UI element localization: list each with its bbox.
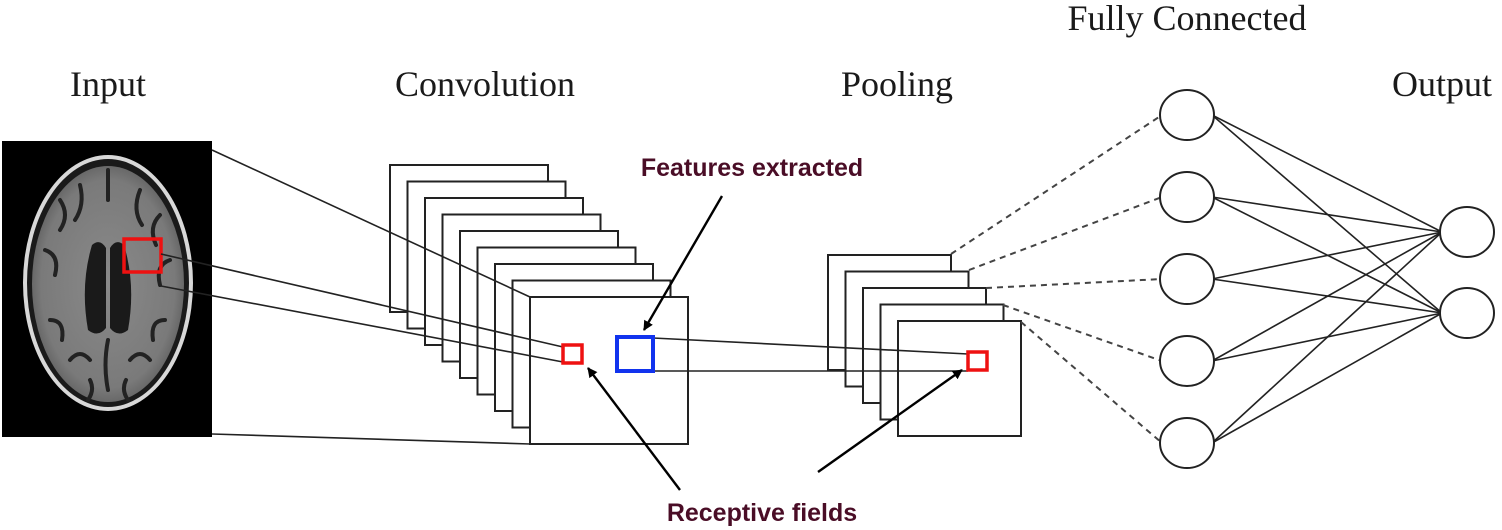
fc-node: [1159, 335, 1215, 387]
output-node: [1439, 287, 1495, 339]
label-output: Output: [1392, 64, 1492, 104]
projection-line-rf-bottom: [160, 285, 564, 363]
fc-to-output-edges: [1211, 114, 1443, 444]
ventricle-right: [110, 242, 132, 334]
label-pooling: Pooling: [841, 64, 953, 104]
receptive-field-arrow-pool: [817, 369, 963, 473]
fc-output-edge: [1211, 231, 1443, 280]
output-nodes: [1439, 206, 1495, 339]
receptive-fields-label: Receptive fields: [667, 499, 857, 527]
ventricle-left: [84, 242, 106, 334]
fc-output-edge: [1211, 312, 1443, 444]
output-node: [1439, 206, 1495, 258]
pool-feature-map: [897, 320, 1022, 437]
pool-to-fc-dashed-line: [985, 278, 1163, 289]
fc-output-edge: [1211, 196, 1443, 233]
input-receptive-field-box: [122, 237, 163, 274]
projection-line-bottom: [211, 433, 531, 445]
features-extracted-arrow: [642, 195, 724, 331]
convolution-feature-maps: [389, 164, 689, 445]
fc-node: [1159, 89, 1215, 141]
input-mri-image: [2, 141, 212, 437]
conv-receptive-field-box: [561, 343, 584, 365]
label-convolution: Convolution: [395, 64, 575, 104]
fc-node: [1159, 253, 1215, 305]
fc-output-edge: [1211, 231, 1443, 362]
brain-tissue: [32, 166, 184, 402]
projection-line-rf-top: [160, 253, 564, 348]
pool-to-fc-dashed-line: [1002, 304, 1163, 362]
label-input: Input: [70, 64, 146, 104]
pool-to-fc-dashed-line: [1020, 321, 1163, 444]
pooling-to-fc-dashed-lines: [950, 114, 1163, 444]
pool-projection-top: [652, 337, 969, 355]
label-fully-connected: Fully Connected: [1068, 0, 1307, 38]
fc-node: [1159, 417, 1215, 469]
pooling-feature-maps: [827, 254, 1022, 437]
projection-line-top: [211, 149, 531, 298]
fc-node: [1159, 171, 1215, 223]
fc-output-edge: [1211, 231, 1443, 444]
pool-receptive-field-box: [966, 350, 989, 372]
pool-to-fc-dashed-line: [950, 114, 1163, 255]
fc-output-edge: [1211, 114, 1443, 233]
pool-to-fc-dashed-line: [968, 196, 1163, 271]
input-to-convolution-lines: [160, 149, 564, 445]
features-extracted-label: Features extracted: [641, 154, 863, 182]
convolution-to-pooling-lines: [652, 337, 969, 372]
fully-connected-nodes: [1159, 89, 1215, 469]
feature-extracted-box: [615, 335, 655, 373]
receptive-field-arrow-conv: [587, 367, 681, 491]
